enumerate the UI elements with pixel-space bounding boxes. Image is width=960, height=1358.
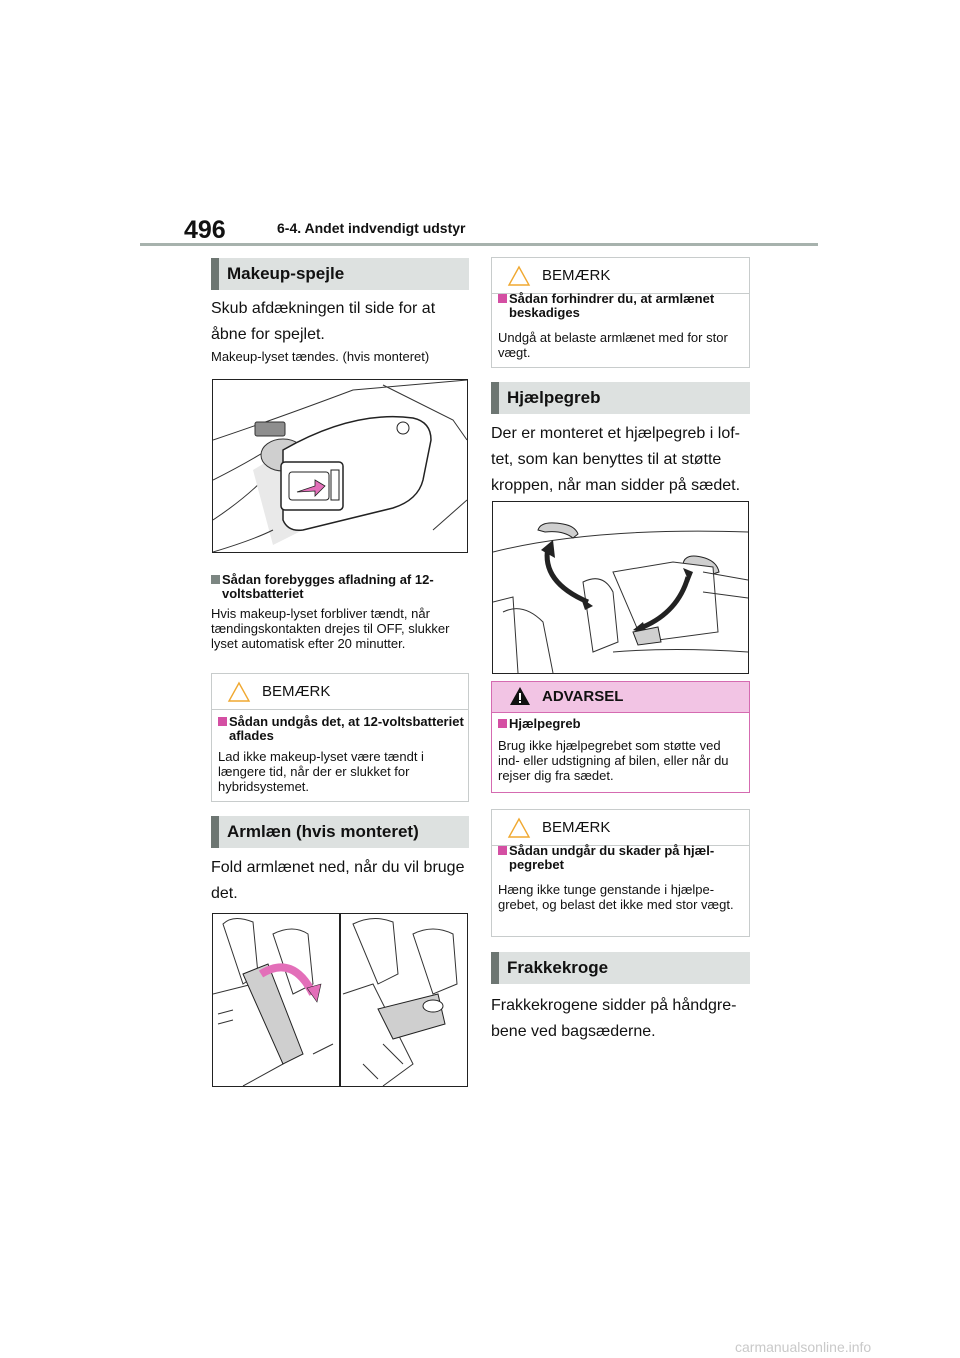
makeup-intro: Skub afdækningen til side for at åbne fo… — [211, 300, 436, 343]
notice-title: BEMÆRK — [262, 683, 331, 700]
notice-header: BEMÆRK — [492, 810, 749, 846]
notice-header: BEMÆRK — [492, 258, 749, 294]
bullet-square-icon — [218, 717, 227, 726]
warning-title: ADVARSEL — [542, 688, 624, 705]
makeup-mirror-figure — [212, 379, 468, 553]
section-heading-armrest: Armlæn (hvis monteret) — [211, 816, 469, 848]
page-number: 496 — [184, 216, 226, 244]
notice-title: BEMÆRK — [542, 819, 611, 836]
bullet-square-icon — [498, 294, 507, 303]
notice-text: Undgå at belaste armlænet med for stor v… — [498, 330, 728, 360]
header-rule — [140, 243, 818, 246]
notice-bullet-title: Sådan forhindrer du, at armlænet beskadi… — [498, 292, 749, 320]
notice-box-1: BEMÆRK Sådan undgås det, at 12-volts­bat… — [211, 673, 469, 802]
notice-box-2: BEMÆRK Sådan forhindrer du, at armlænet … — [491, 257, 750, 368]
warning-bullet-title: Hjælpegreb — [498, 717, 749, 731]
notice-box-3: BEMÆRK Sådan undgår du skader på hjæl­pe… — [491, 809, 750, 937]
bullet-square-icon — [498, 846, 507, 855]
bullet-square-icon — [211, 575, 220, 584]
bullet-title-battery: Sådan forebygges afladning af 12-voltsba… — [211, 573, 470, 601]
warning-header: ADVARSEL — [492, 682, 749, 713]
chapter-title: 6-4. Andet indvendigt udstyr — [277, 220, 466, 236]
warning-text: Brug ikke hjælpegrebet som støtte ved in… — [498, 738, 729, 783]
section-heading-coat: Frakkekroge — [491, 952, 750, 984]
notice-bullet-title: Sådan undgås det, at 12-volts­batteriet … — [218, 715, 469, 743]
battery-text: Hvis makeup-lyset forbliver tændt, når t… — [211, 606, 450, 651]
notice-text: Lad ikke makeup-lyset være tændt i længe… — [218, 749, 424, 794]
warning-triangle-icon — [509, 686, 531, 711]
caution-triangle-icon — [507, 817, 531, 844]
notice-title: BEMÆRK — [542, 267, 611, 284]
caution-triangle-icon — [507, 265, 531, 292]
armrest-figure — [212, 913, 468, 1087]
section-heading-makeup: Makeup-spejle — [211, 258, 469, 290]
caution-triangle-icon — [227, 681, 251, 708]
bullet-square-icon — [498, 719, 507, 728]
grab-intro: Der er monteret et hjælpegreb i lof­tet,… — [491, 425, 741, 494]
makeup-light-note: Makeup-lyset tændes. (hvis monteret) — [211, 349, 430, 364]
warning-box: ADVARSEL Hjælpegreb Brug ikke hjælpegreb… — [491, 681, 750, 793]
coat-intro: Frakkekrogene sidder på håndgre­bene ved… — [491, 997, 737, 1040]
grab-handle-figure — [492, 501, 749, 674]
notice-header: BEMÆRK — [212, 674, 468, 710]
notice-bullet-title: Sådan undgår du skader på hjæl­pegrebet — [498, 844, 749, 872]
watermark: carmanualsonline.info — [735, 1339, 872, 1355]
armrest-intro: Fold armlænet ned, når du vil bruge det. — [211, 859, 465, 902]
notice-text: Hæng ikke tunge genstande i hjælpe­grebe… — [498, 882, 734, 912]
section-heading-grab: Hjælpegreb — [491, 382, 750, 414]
